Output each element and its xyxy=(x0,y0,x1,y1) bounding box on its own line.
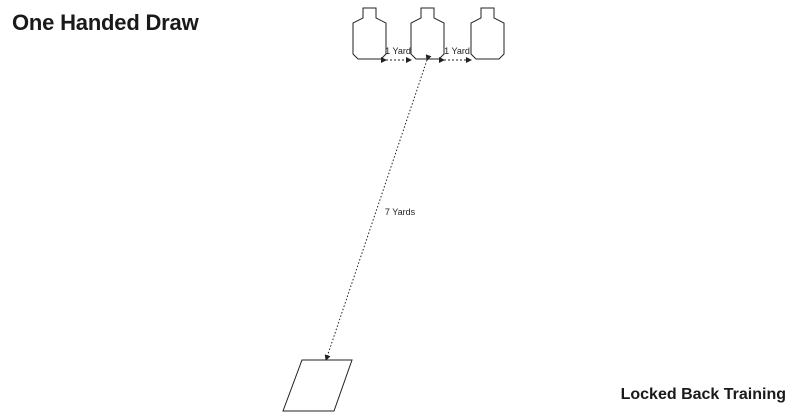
spacing-label-left: 1 Yard xyxy=(385,46,411,56)
spacing-label-right: 1 Yard xyxy=(444,46,470,56)
distance-label: 7 Yards xyxy=(385,207,416,217)
target-center xyxy=(410,7,445,60)
target-left xyxy=(352,7,387,60)
distance-arrow xyxy=(324,54,432,361)
page-title: One Handed Draw xyxy=(12,10,199,35)
target-right xyxy=(470,7,505,60)
brand-name: Locked Back Training xyxy=(620,386,786,403)
shooter-position-box xyxy=(282,359,353,412)
